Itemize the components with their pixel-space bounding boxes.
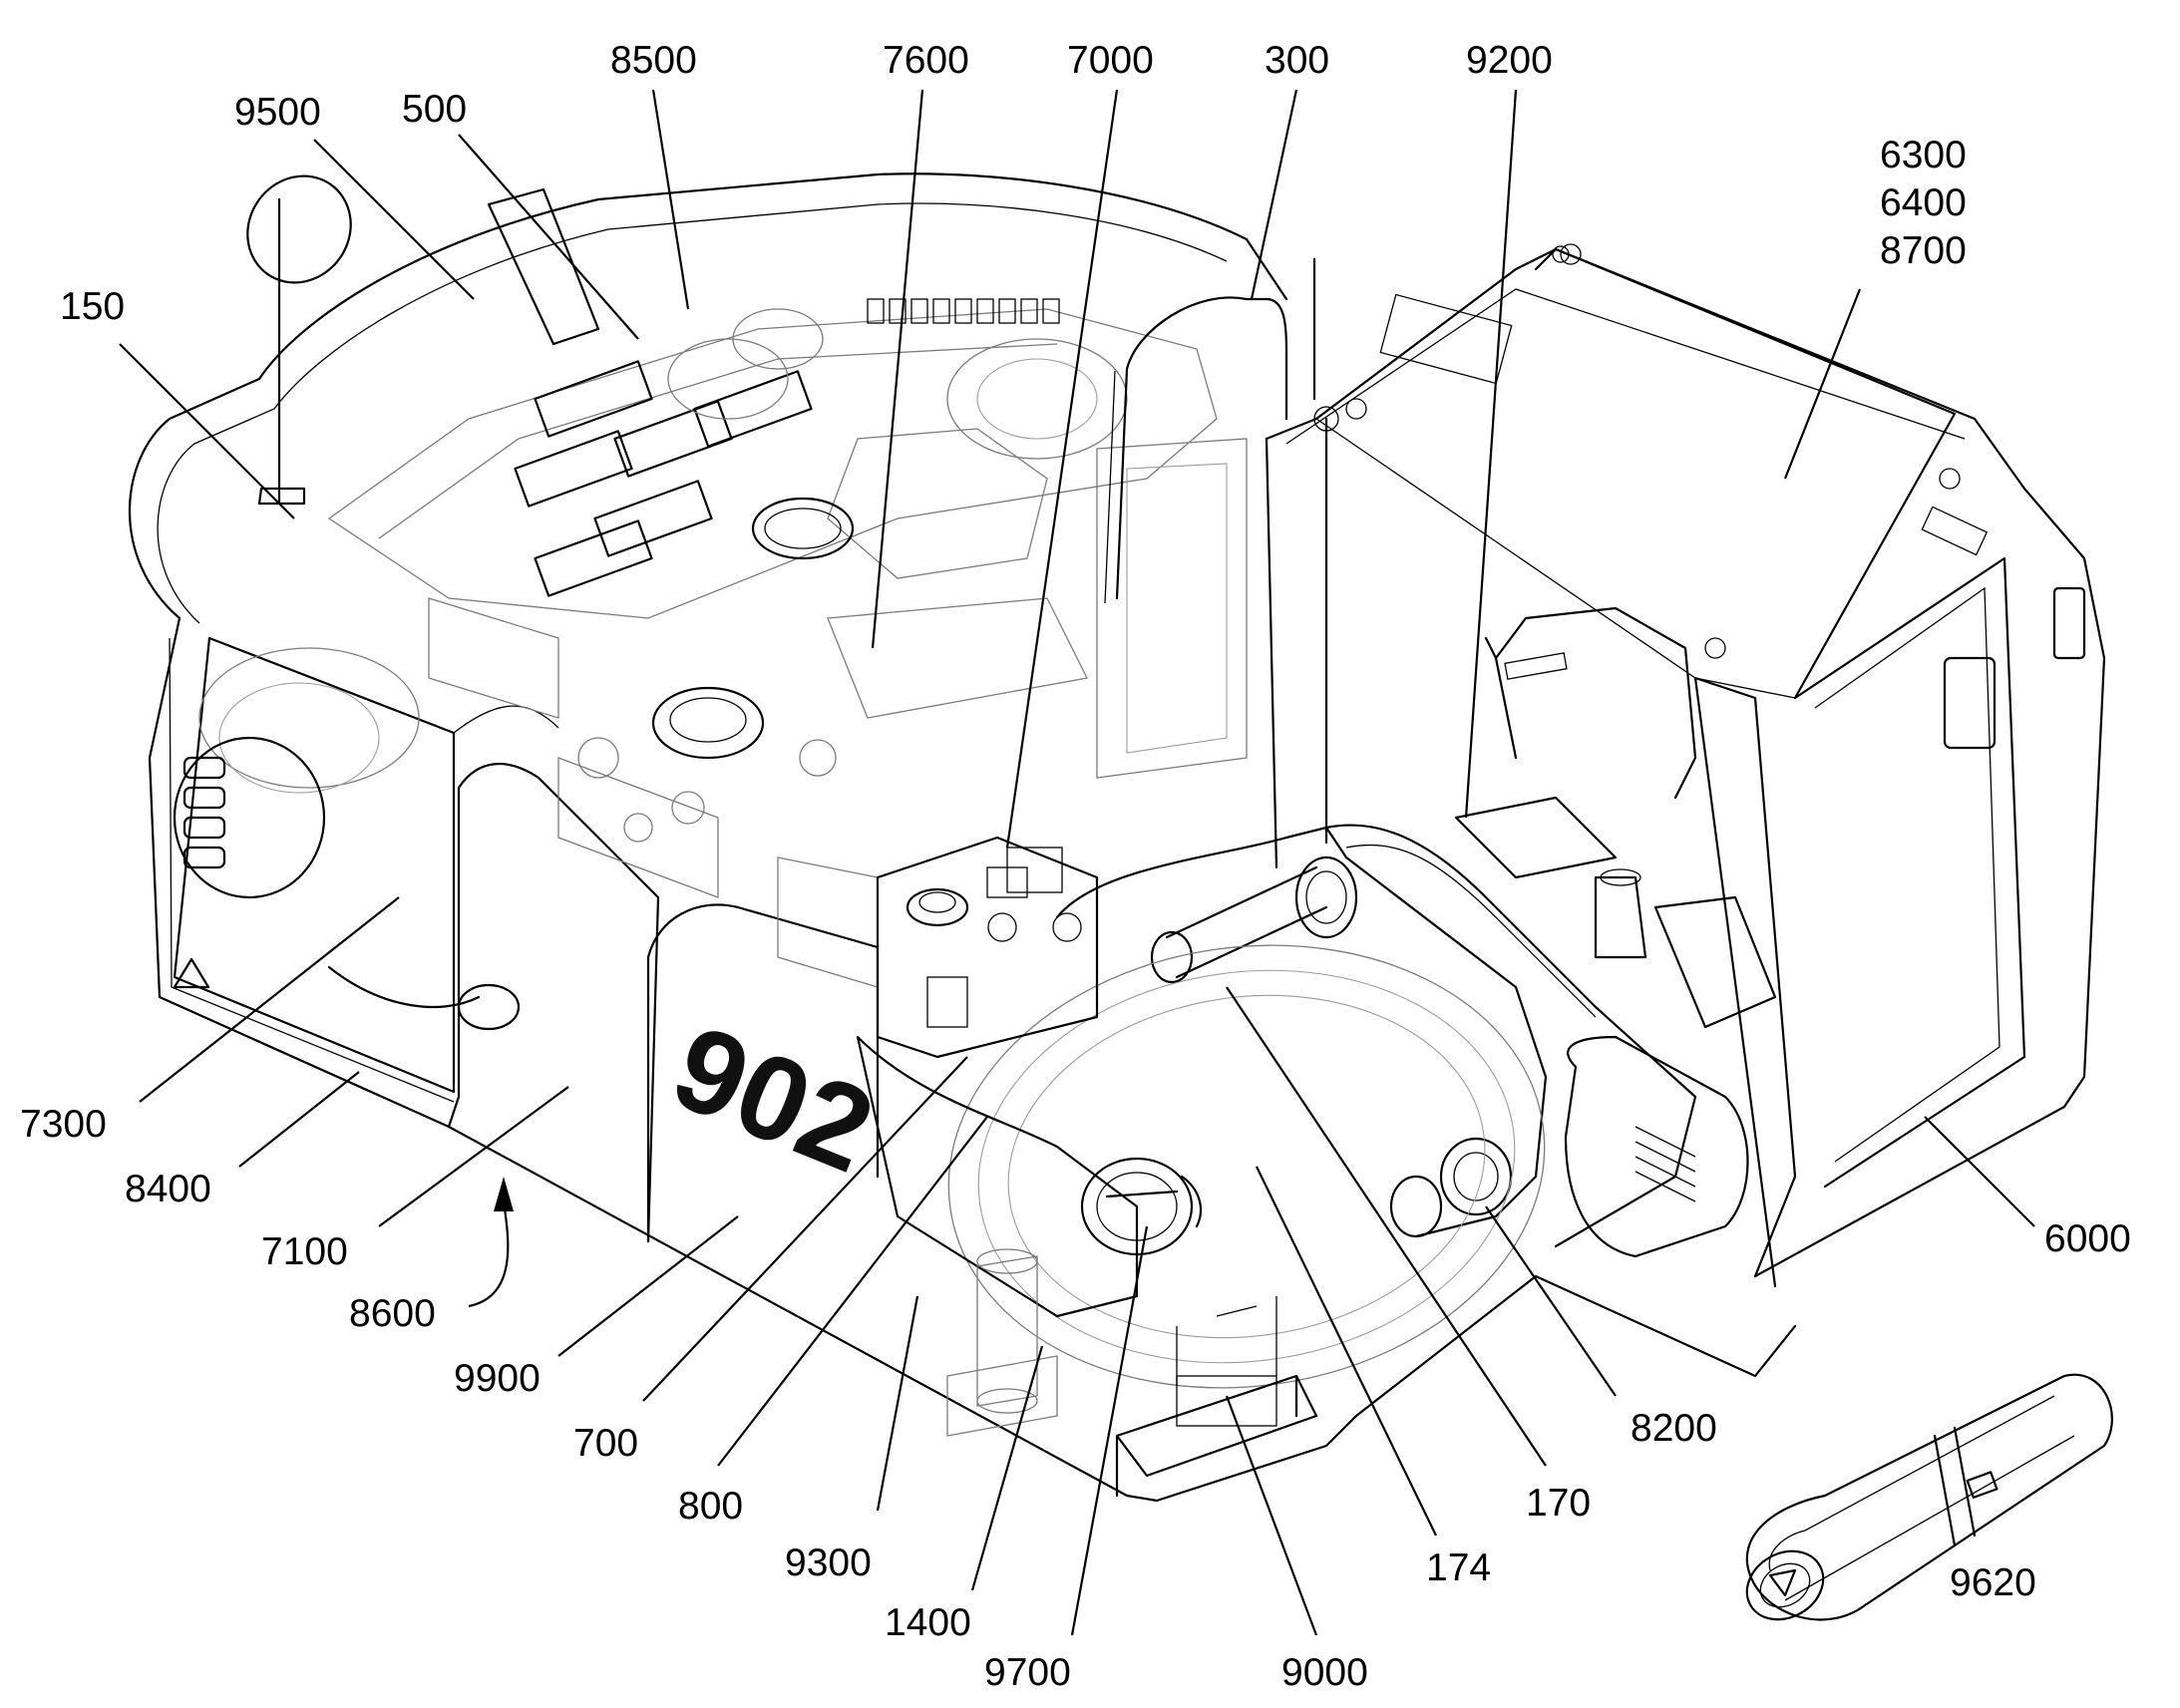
part-label-800: 800: [678, 1485, 743, 1528]
part-label-9700: 9700: [984, 1651, 1071, 1694]
leader-174: [1256, 1166, 1437, 1537]
rear-wall-inner: [169, 637, 455, 1103]
boom-mount-bracket: [1115, 1296, 1318, 1498]
leader-1400: [970, 1345, 1044, 1591]
leader-lines: [119, 89, 2035, 1636]
part-label-9000: 9000: [1281, 1651, 1368, 1694]
part-label-6000: 6000: [2044, 1217, 2131, 1260]
part-label-7600: 7600: [883, 39, 969, 82]
leader-300: [1250, 89, 1298, 300]
leader-800: [717, 1116, 988, 1467]
part-label-1400: 1400: [885, 1601, 971, 1644]
boom-foot-console: [1055, 824, 1749, 1258]
part-label-174: 174: [1426, 1546, 1491, 1589]
leader-8400: [238, 1071, 360, 1168]
part-label-300: 300: [1265, 39, 1329, 82]
rear-wall: [148, 616, 461, 1129]
part-label-9200: 9200: [1466, 39, 1553, 82]
operator-cab: [1265, 243, 2106, 1288]
engine-ghost-parts: [198, 308, 1248, 988]
fan-grille: [173, 736, 326, 899]
leader-7600: [871, 89, 924, 649]
leader-7300: [139, 896, 400, 1103]
handrail: [1115, 296, 1288, 600]
main-side-panel: [457, 762, 660, 1243]
arrowhead-8600: [494, 1177, 514, 1211]
leader-500: [458, 134, 639, 340]
leader-9000: [1225, 1395, 1318, 1636]
leader-6000: [1924, 1116, 2035, 1227]
swing-ring: [947, 944, 1546, 1389]
part-label-6300: 6300: [1880, 134, 1967, 176]
leader-700: [642, 1056, 968, 1402]
exhaust-stack: [487, 187, 600, 346]
leader-150: [119, 343, 295, 519]
control-valve-block: [876, 836, 1099, 1059]
counterweight-outline: [129, 172, 1288, 620]
part-label-9500: 9500: [234, 91, 321, 134]
cab-step-grille: [1635, 1126, 1696, 1202]
boom-pin-assembly: [1150, 855, 1513, 1238]
leader-9500: [313, 139, 475, 300]
part-label-7100: 7100: [261, 1230, 348, 1273]
operator-seat: [1454, 606, 1777, 1029]
leader-7100: [378, 1086, 569, 1227]
frame-base-front: [1354, 1274, 1797, 1418]
hood-inspection-window: [751, 497, 855, 560]
part-label-7300: 7300: [20, 1103, 107, 1146]
counterweight-inner-outline: [157, 202, 1228, 624]
part-label-6400: 6400: [1880, 181, 1967, 224]
leader-9300: [876, 1295, 919, 1512]
frame-base: [447, 1125, 1358, 1503]
part-label-8400: 8400: [125, 1168, 211, 1210]
part-label-9620: 9620: [1950, 1561, 2036, 1604]
part-label-9900: 9900: [454, 1357, 541, 1400]
part-label-8200: 8200: [1631, 1407, 1717, 1450]
part-label-170: 170: [1526, 1482, 1591, 1525]
warning-triangle-icon: [173, 957, 210, 989]
part-label-9300: 9300: [785, 1541, 872, 1584]
leader-8200: [1485, 1205, 1617, 1397]
leader-7000: [1005, 89, 1119, 849]
part-label-500: 500: [402, 88, 467, 131]
hose-bundle: [1745, 1373, 2113, 1621]
leader-170: [1226, 986, 1547, 1467]
radiator-grille-bars: [867, 298, 1060, 324]
engine-hood-top: [327, 308, 1218, 619]
hood-vent-grilles: [514, 360, 813, 597]
leader-9900: [557, 1215, 739, 1357]
leader-9700: [1070, 1225, 1149, 1636]
hydraulic-tank: [856, 1035, 1203, 1318]
exhaust-pipe: [457, 983, 521, 1031]
leader-6300: [1783, 288, 1862, 480]
front-panel: [646, 903, 880, 1243]
excavator-uppercarriage-drawing: 902: [129, 172, 2113, 1621]
mirror: [246, 174, 352, 284]
engine-hood-ridge: [378, 343, 1058, 539]
rotary-joint: [946, 1248, 1058, 1437]
part-label-8700: 8700: [1880, 229, 1967, 272]
leader-9200: [1464, 89, 1518, 819]
part-label-700: 700: [573, 1422, 638, 1465]
fuel-tank-filler: [651, 686, 765, 760]
part-label-8500: 8500: [610, 39, 697, 82]
leader-8500: [651, 89, 690, 310]
part-label-8600: 8600: [349, 1292, 436, 1335]
left-door-fold: [453, 705, 559, 734]
part-label-7000: 7000: [1067, 39, 1154, 82]
part-number-labels: 150 9500 500 8500 7600 7000 300 9200 630…: [20, 39, 2131, 1694]
model-number-marking: 902: [656, 999, 892, 1197]
leader-8600: [468, 1200, 510, 1308]
part-label-150: 150: [60, 285, 125, 328]
